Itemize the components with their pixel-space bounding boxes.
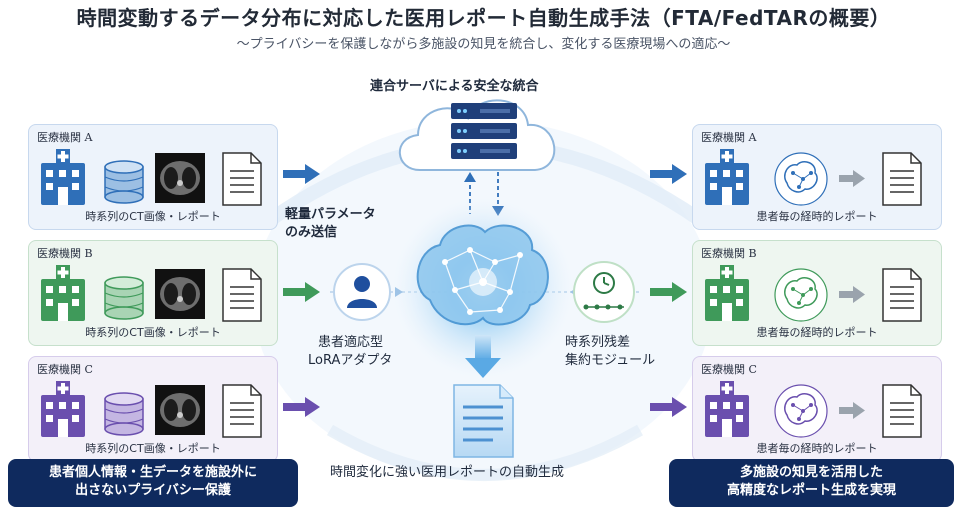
institution-name: 医療機関 C [701,363,757,376]
clock-icon [573,261,635,323]
lightweight-params-label-line2: のみ送信 [285,225,338,240]
arrow-right-icon [283,397,320,417]
hospital-icon [705,265,749,321]
ai-analysis-icon [774,384,828,438]
ct-scan-icon [155,153,205,203]
left-institution-a-panel: 医療機関 A 時系列のCT画像・レポート [28,124,278,230]
institution-name: 医療機関 B [701,247,757,260]
institution-caption: 時系列のCT画像・レポート [85,442,221,455]
institution-icons [41,149,262,206]
institution-caption: 時系列のCT画像・レポート [85,210,221,223]
database-icon [104,276,144,320]
brain-network-icon [393,198,573,378]
document-icon [882,268,922,322]
institution-caption: 患者毎の経時的レポート [756,326,878,339]
lightweight-params-label-line1: 軽量パラメータ [285,207,376,222]
output-document-icon [453,384,514,458]
output-label: 時間変化に強い医用レポートの自動生成 [330,465,565,480]
page-subtitle: ～プライバシーを保護しながら多施設の知見を統合し、変化する医療現場への適応～ [236,37,731,52]
page-title: 時間変動するデータ分布に対応した医用レポート自動生成手法（FTA/FedTARの… [76,6,891,30]
document-icon [222,268,262,322]
institution-name: 医療機関 A [701,131,757,144]
right-institution-a-panel: 医療機関 A 患者毎の経時的レポート [692,124,942,230]
privacy-banner: 患者個人情報・生データを施設外に 出さないプライバシー保護 [8,459,298,507]
institution-name: 医療機関 A [37,131,93,144]
ct-scan-icon [155,385,205,435]
institution-caption: 時系列のCT画像・レポート [85,326,221,339]
arrow-right-icon [839,170,865,187]
right-institution-c-panel: 医療機関 C 患者毎の経時的レポート [692,356,942,462]
arrow-right-icon [283,164,320,184]
institution-icons [705,265,922,322]
institution-icons [41,381,262,438]
residual-module-label-line2: 集約モジュール [565,353,656,368]
document-icon [222,152,262,206]
lora-adapter-label-line2: LoRAアダプタ [308,353,393,368]
left-institution-c-panel: 医療機関 C 時系列のCT画像・レポート [28,356,278,462]
hospital-icon [41,381,85,437]
hospital-icon [41,149,85,205]
arrow-right-icon [283,282,320,302]
accuracy-banner-line1: 多施設の知見を活用した [739,465,883,480]
ai-analysis-icon [774,268,828,322]
left-institution-b-panel: 医療機関 B 時系列のCT画像・レポート [28,240,278,346]
document-icon [882,152,922,206]
server-label: 連合サーバによる安全な統合 [370,79,539,94]
arrow-right-icon [839,286,865,303]
institution-icons [41,265,262,322]
privacy-banner-line2: 出さないプライバシー保護 [75,483,231,498]
arrow-right-icon [650,282,687,302]
document-icon [882,384,922,438]
arrow-right-icon [650,164,687,184]
right-institution-b-panel: 医療機関 B 患者毎の経時的レポート [692,240,942,346]
lora-adapter-label-line1: 患者適応型 [318,335,384,350]
institution-caption: 患者毎の経時的レポート [756,210,878,223]
ct-scan-icon [155,269,205,319]
institution-icons [705,381,922,438]
hospital-icon [705,381,749,437]
residual-module-label-line1: 時系列残差 [565,335,631,350]
institution-icons [705,149,922,206]
output-arrow [465,335,501,378]
institution-name: 医療機関 C [37,363,93,376]
ai-analysis-icon [774,152,828,206]
institution-name: 医療機関 B [37,247,93,260]
hospital-icon [705,149,749,205]
institution-caption: 患者毎の経時的レポート [756,442,878,455]
database-icon [104,392,144,436]
hospital-icon [41,265,85,321]
arrow-right-icon [650,397,687,417]
accuracy-banner: 多施設の知見を活用した 高精度なレポート生成を実現 [669,459,954,507]
database-icon [104,160,144,204]
user-icon [333,263,391,321]
privacy-banner-line1: 患者個人情報・生データを施設外に [48,465,257,480]
accuracy-banner-line2: 高精度なレポート生成を実現 [726,483,896,498]
arrow-right-icon [839,402,865,419]
server-icon [451,103,517,159]
document-icon [222,384,262,438]
